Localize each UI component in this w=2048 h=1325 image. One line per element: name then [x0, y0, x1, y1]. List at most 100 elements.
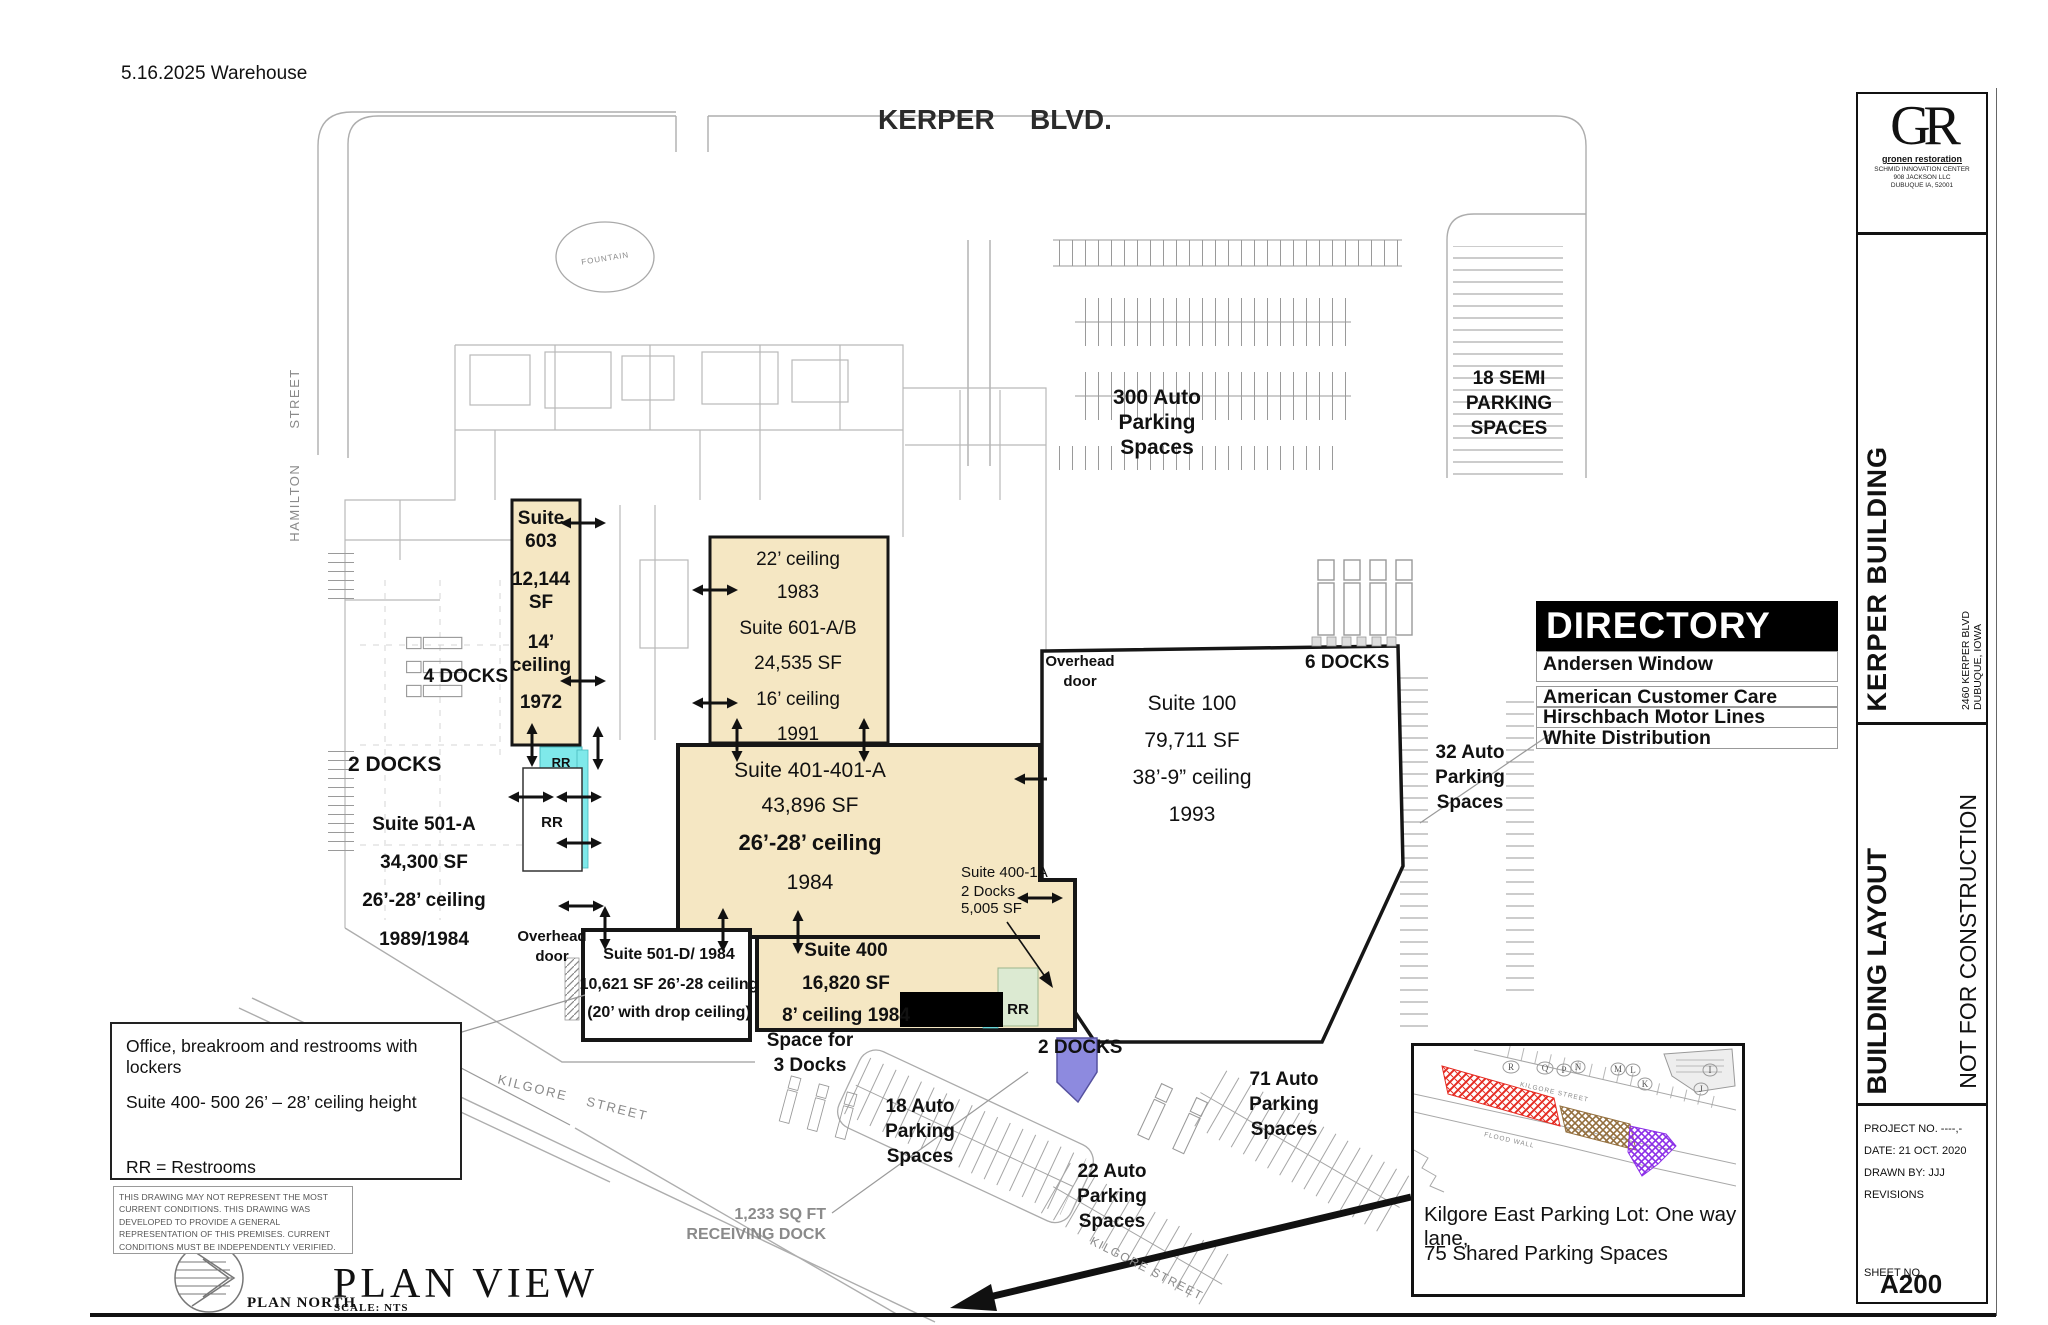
svg-text:K: K	[1642, 1079, 1649, 1089]
svg-text:Spaces: Spaces	[1079, 1211, 1146, 1232]
parking-rows-300	[1053, 239, 1402, 470]
directory-tenant: American Customer Care	[1536, 685, 1838, 708]
svg-text:Parking: Parking	[1077, 1186, 1147, 1207]
inset-ticks	[1494, 1041, 1723, 1110]
suite-601-label: 22’ ceiling 1983 Suite 601-A/B 24,535 SF…	[739, 549, 856, 745]
svg-text:Suite 401-401-A: Suite 401-401-A	[734, 759, 886, 782]
revisions-label: REVISIONS	[1864, 1189, 1924, 1201]
suite-603-box	[510, 498, 582, 747]
svg-text:Parking: Parking	[1435, 767, 1505, 788]
parking-32-label: 32 Auto Parking Spaces	[1435, 742, 1505, 813]
svg-text:Suite 400: Suite 400	[804, 940, 887, 961]
parking-71-label: 71 Auto Parking Spaces	[1249, 1069, 1319, 1140]
parking-rows-22auto	[1038, 1161, 1237, 1310]
disclaimer-box: THIS DRAWING MAY NOT REPRESENT THE MOST …	[113, 1186, 353, 1254]
directory-title: DIRECTORY	[1536, 601, 1838, 651]
svg-text:1,233 SQ FT: 1,233 SQ FT	[734, 1206, 826, 1223]
svg-text:Space for: Space for	[767, 1030, 854, 1051]
kerper-blvd-label-2: BLVD.	[1030, 104, 1112, 135]
note-line: Office, breakroom and restrooms with loc…	[126, 1036, 418, 1077]
project-number: PROJECT NO. ----,-	[1864, 1123, 1963, 1135]
disclaimer-line: A GENERAL REPRESENTATION OF THIS PREMISE…	[119, 1216, 331, 1240]
office-note-box: Office, breakroom and restrooms with loc…	[110, 1022, 462, 1180]
suite-603-label: Suite 603 12,144 SF 14’ ceiling 1972	[511, 508, 571, 713]
svg-text:Parking: Parking	[1249, 1094, 1319, 1115]
drawn-by: DRAWN BY: JJJ	[1864, 1167, 1945, 1179]
rr-room-box	[522, 767, 583, 872]
svg-text:1989/1984: 1989/1984	[379, 929, 469, 950]
disclaimer-line: CONDITIONS MUST BE INDEPENDENTLY VERIFIE…	[119, 1241, 336, 1252]
docks-6-label: 6 DOCKS	[1305, 652, 1389, 673]
sheet-number: A200	[1880, 1269, 1943, 1299]
svg-text:1972: 1972	[520, 692, 562, 713]
plan-north-label: PLAN NORTH	[247, 1295, 356, 1311]
svg-text:P: P	[1561, 1065, 1566, 1075]
directory-tenant: Hirschbach Motor Lines	[1536, 706, 1838, 728]
svg-text:32 Auto: 32 Auto	[1436, 742, 1505, 763]
svg-text:Spaces: Spaces	[1251, 1119, 1318, 1140]
kerper-blvd-label-1: KERPER	[878, 104, 995, 135]
parking-rows-west	[328, 548, 354, 852]
sheet-title-vertical: BUILDING LAYOUT	[1862, 848, 1892, 1095]
svg-text:38’-9” ceiling: 38’-9” ceiling	[1132, 766, 1251, 789]
rr-label-room: RR	[541, 814, 563, 831]
suite-501d-label: Suite 501-D/ 1984 10,621 SF 26’-28 ceili…	[580, 946, 759, 1021]
title-block: GR gronen restoration SCHMID INNOVATION …	[1856, 92, 1988, 1304]
parking-300-label: 300 Auto Parking Spaces	[1113, 386, 1201, 459]
svg-text:18 SEMI: 18 SEMI	[1473, 368, 1546, 389]
svg-text:22’ ceiling: 22’ ceiling	[756, 549, 840, 570]
plan-view-title: PLAN VIEW	[333, 1261, 598, 1307]
svg-text:603: 603	[525, 531, 557, 552]
kilgore-inset-map: R Q P N M L K I J KILGORE STREET FLOOD W…	[1413, 1041, 1737, 1193]
parking-18-label: 18 Auto Parking Spaces	[885, 1096, 955, 1167]
svg-text:Suite 400-1A: Suite 400-1A	[961, 864, 1048, 881]
directory-box: DIRECTORY Andersen Window American Custo…	[1536, 601, 1838, 749]
rr-label-green: RR	[1007, 1001, 1029, 1018]
svg-text:J: J	[1699, 1084, 1703, 1094]
docks-2-purple	[1056, 1037, 1098, 1104]
fountain-label: FOUNTAIN	[581, 250, 630, 266]
not-for-construction-vertical: NOT FOR CONSTRUCTION	[1955, 794, 1981, 1089]
title-block-building-section: KERPER BUILDING 2460 KERPER BLVD DUBUQUE…	[1858, 235, 1986, 725]
svg-text:I: I	[1709, 1065, 1712, 1075]
note-line: RR = Restrooms	[126, 1157, 256, 1177]
svg-text:door: door	[1063, 673, 1096, 690]
docks-4-label: 4 DOCKS	[424, 666, 508, 687]
svg-text:Suite 501-A: Suite 501-A	[372, 814, 476, 835]
dock-ramp-hatch	[564, 957, 580, 1021]
suite-400-1a-label: Suite 400-1A 2 Docks 5,005 SF	[961, 864, 1048, 917]
leader-lines	[441, 732, 1553, 1214]
svg-text:Spaces: Spaces	[887, 1146, 954, 1167]
building-address-1: 2460 KERPER BLVD	[1960, 610, 1972, 710]
svg-text:Suite 100: Suite 100	[1148, 692, 1237, 715]
suite-501a-label: Suite 501-A 34,300 SF 26’-28’ ceiling 19…	[362, 814, 486, 950]
rr-label-strip: RR	[552, 755, 571, 770]
svg-text:ceiling: ceiling	[511, 655, 571, 676]
column-grid-dashed	[360, 580, 575, 920]
svg-text:8’ ceiling 1984: 8’ ceiling 1984	[782, 1005, 910, 1026]
svg-text:(20’ with drop ceiling): (20’ with drop ceiling)	[587, 1004, 751, 1021]
svg-text:door: door	[535, 948, 568, 965]
svg-text:Parking: Parking	[885, 1121, 955, 1142]
svg-text:26’-28’ ceiling: 26’-28’ ceiling	[738, 830, 881, 855]
svg-text:26’-28’ ceiling: 26’-28’ ceiling	[362, 890, 486, 911]
inset-purple-zone	[1627, 1125, 1677, 1177]
svg-text:71 Auto: 71 Auto	[1250, 1069, 1319, 1090]
svg-text:R: R	[1508, 1062, 1514, 1072]
page-title: 5.16.2025 Warehouse	[121, 63, 307, 84]
svg-text:Suite: Suite	[518, 508, 564, 529]
parking-22-label: 22 Auto Parking Spaces	[1077, 1161, 1147, 1232]
svg-text:18 Auto: 18 Auto	[886, 1096, 955, 1117]
project-date: DATE: 21 OCT. 2020	[1864, 1145, 1967, 1157]
svg-text:5,005 SF: 5,005 SF	[961, 900, 1022, 917]
firm-logo-block: GR gronen restoration SCHMID INNOVATION …	[1858, 98, 1986, 235]
sheet-border-bottom	[90, 1313, 1996, 1317]
receiving-dock-label: 1,233 SQ FT RECEIVING DOCK	[686, 1206, 826, 1243]
docks-2-south-label: 2 DOCKS	[1038, 1037, 1122, 1058]
svg-text:SPACES: SPACES	[1471, 418, 1548, 439]
inset-caption-line2: 75 Shared Parking Spaces	[1424, 1242, 1668, 1265]
suite-401-label: Suite 401-401-A 43,896 SF 26’-28’ ceilin…	[734, 759, 886, 894]
firm-name: gronen restoration	[1881, 154, 1962, 164]
svg-text:10,621 SF 26’-28 ceiling: 10,621 SF 26’-28 ceiling	[580, 976, 759, 993]
